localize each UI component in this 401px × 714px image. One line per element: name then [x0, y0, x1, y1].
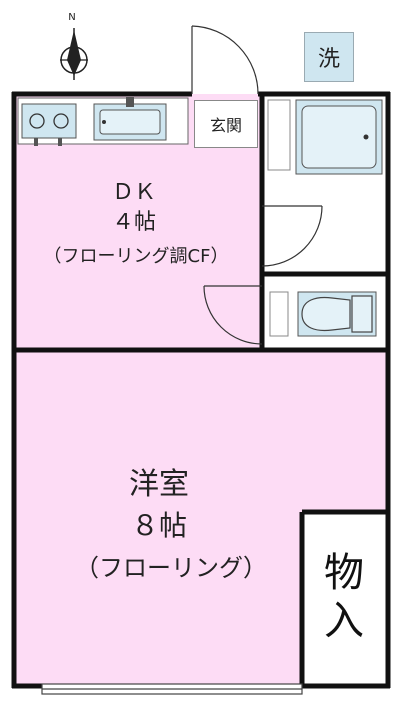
western-room-name: 洋室: [129, 467, 189, 502]
washer-label: 洗: [304, 32, 354, 82]
svg-text:N: N: [68, 12, 75, 23]
dk-room-floor: （フローリング調CF）: [43, 246, 229, 267]
entrance-label: 玄関: [194, 100, 258, 148]
closet-label-line2: 入: [324, 598, 364, 644]
closet-area: [302, 512, 388, 686]
dk-room-size: ４帖: [111, 210, 156, 235]
north-arrow-icon: N: [60, 12, 88, 80]
balcony-window: [41, 683, 303, 695]
toilet-icon: [269, 291, 377, 337]
walls: [11, 91, 391, 689]
closet-label-line1: 物: [324, 550, 364, 596]
gas-stove-icon: [21, 103, 77, 146]
dk-room-name: ＤＫ: [111, 180, 156, 205]
closet-label: 物 入: [304, 514, 384, 680]
front-door: [191, 25, 259, 95]
toilet-door: [203, 285, 263, 345]
bathroom-door: [261, 205, 323, 267]
western-room-floor: （フローリング）: [75, 554, 267, 582]
bathtub-icon: [267, 99, 383, 175]
western-room-size: ８帖: [130, 509, 187, 542]
kitchen-sink-icon: [93, 97, 167, 141]
